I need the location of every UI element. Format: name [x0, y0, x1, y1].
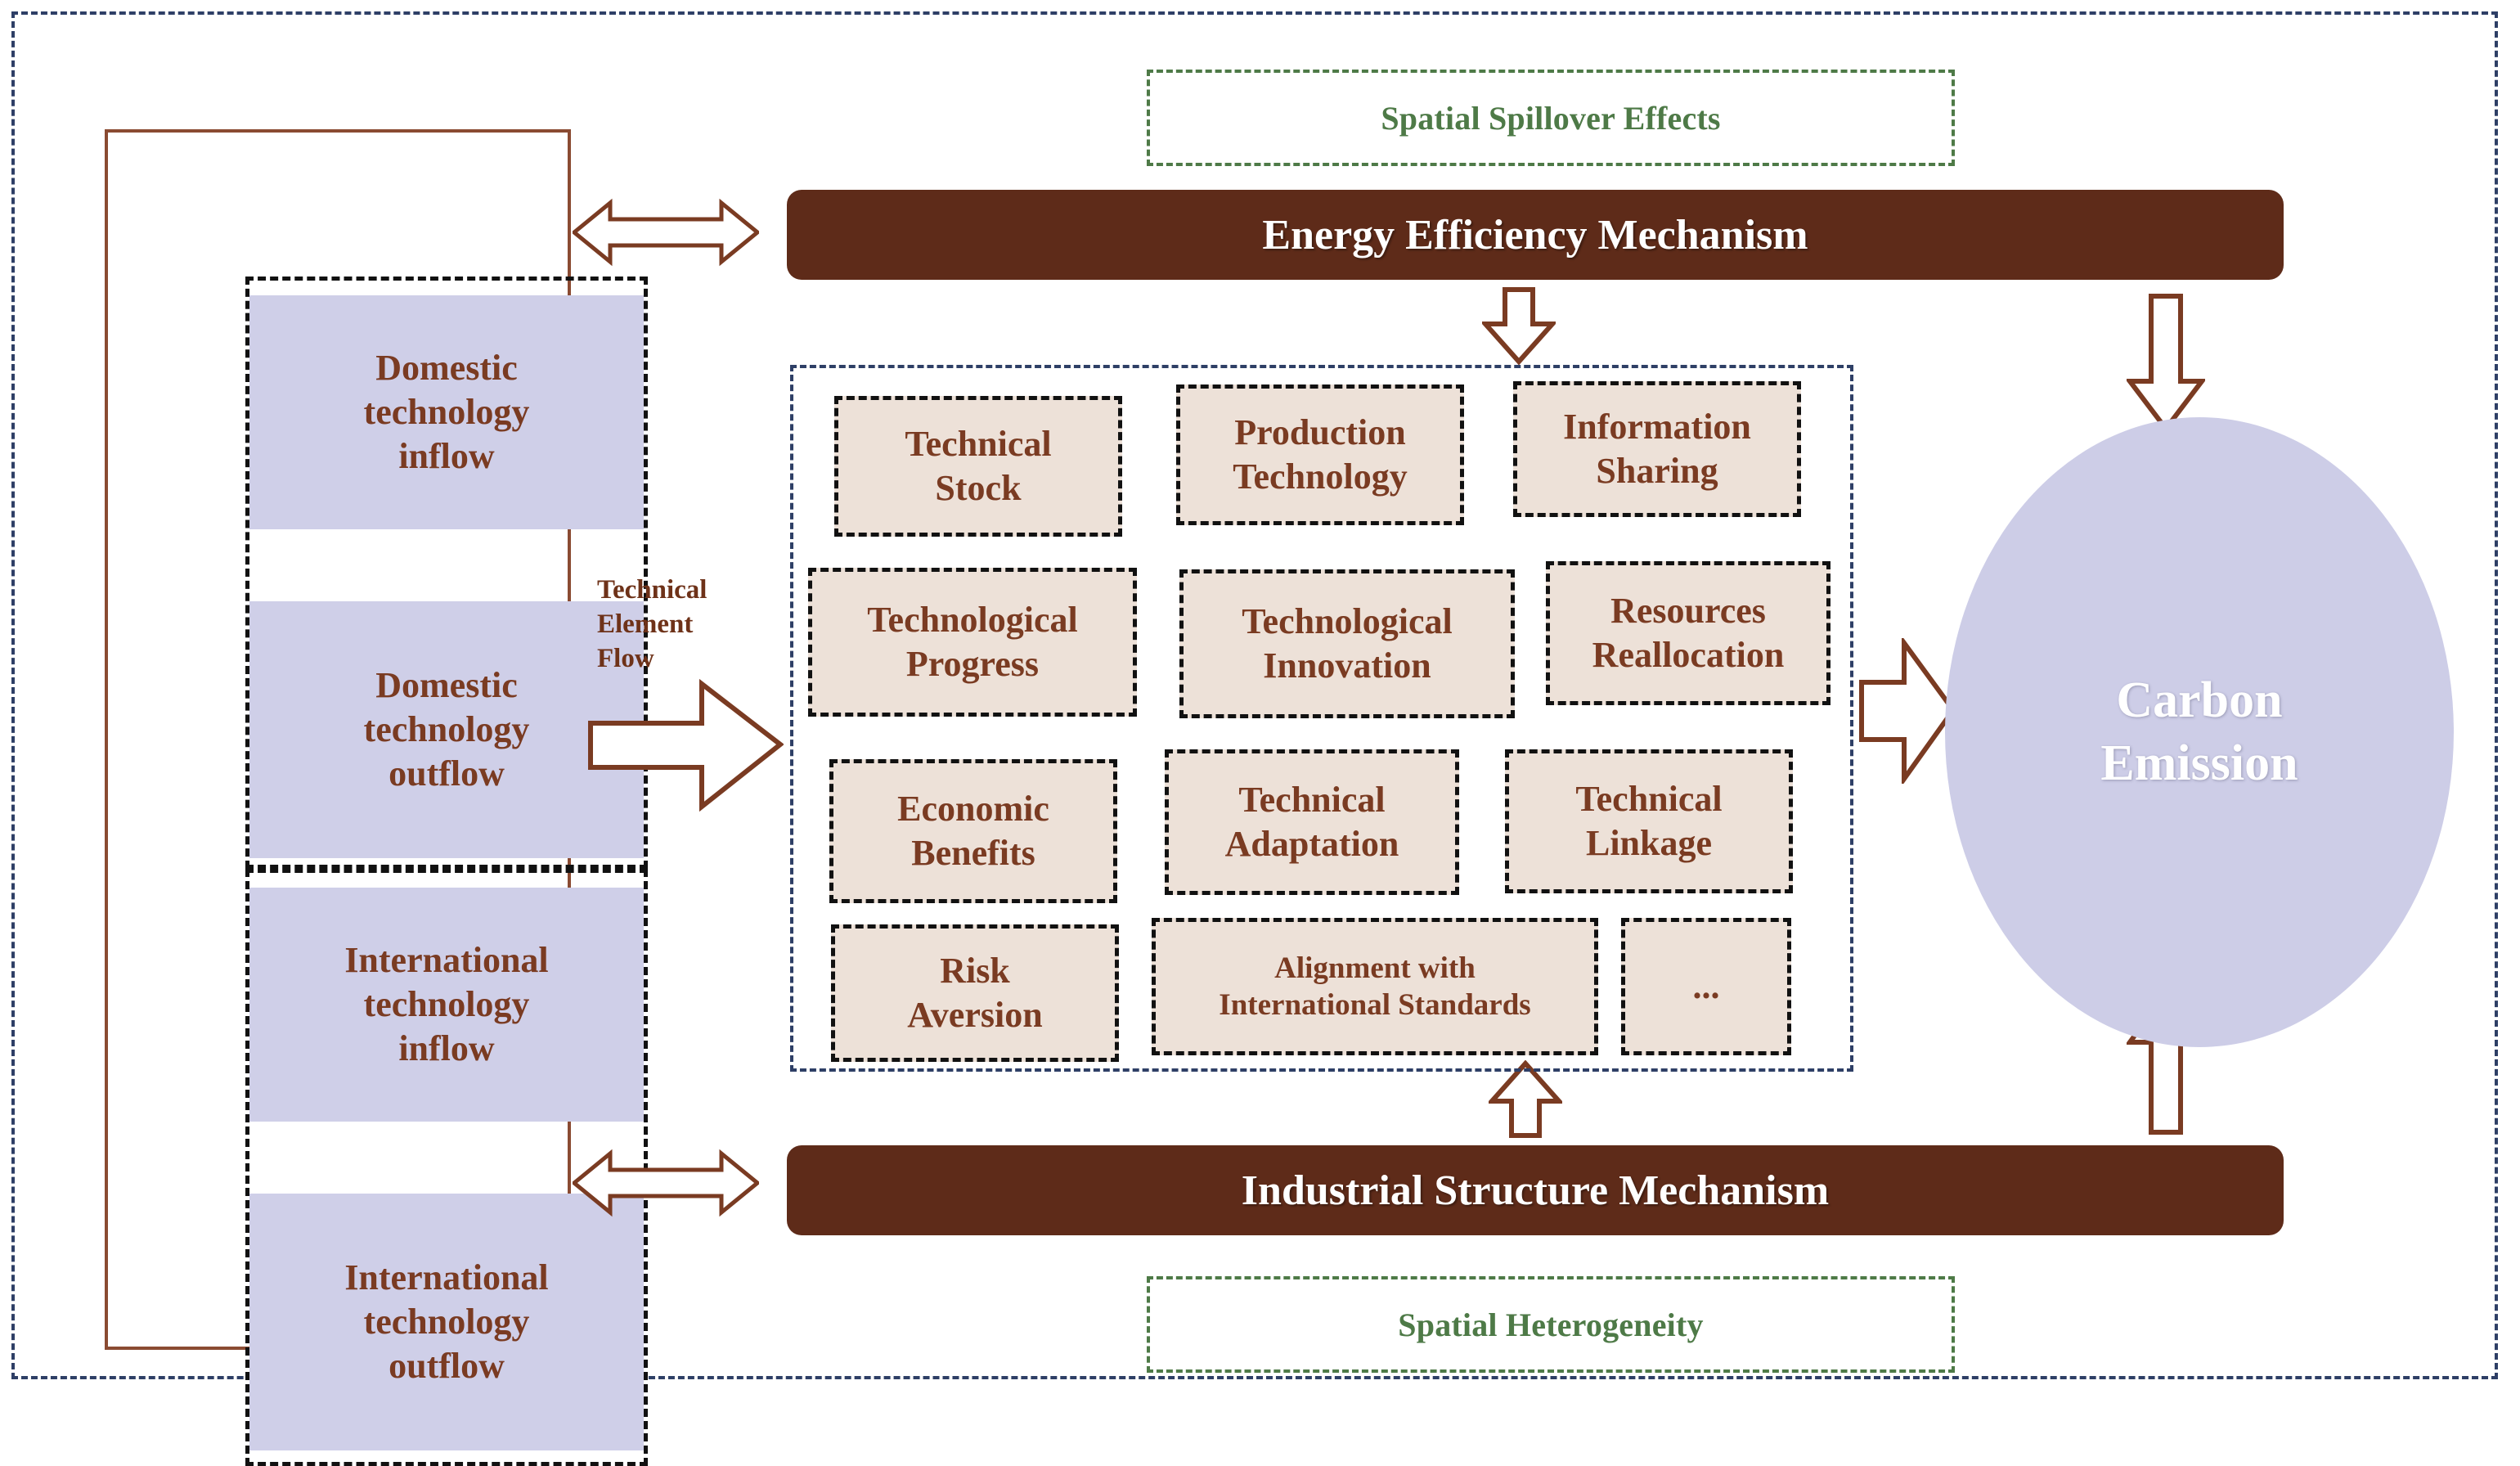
bidirectional-arrow-domestic-icon	[573, 198, 759, 267]
energy-efficiency-mechanism-bar[interactable]: Energy Efficiency Mechanism	[787, 190, 2284, 280]
capability-line: International Standards	[1219, 988, 1531, 1022]
tech-cell-line: outflow	[389, 1345, 505, 1386]
outer-dashed-frame	[11, 11, 2498, 1379]
tech-cell-line: inflow	[398, 1028, 495, 1068]
capability-line: Technical	[1238, 780, 1386, 821]
tech-cell-domestic-outflow[interactable]: Domestic technology outflow	[249, 601, 644, 858]
capability-line: Economic	[897, 789, 1049, 830]
diagram-canvas: Domestic technology inflow Domestic tech…	[11, 11, 2498, 1466]
carbon-emission-node[interactable]: Carbon Emission	[1945, 417, 2454, 1047]
capability-box-technical-adaptation[interactable]: Technical Adaptation	[1165, 749, 1459, 895]
tech-cell-domestic-inflow[interactable]: Domestic technology inflow	[249, 295, 644, 529]
spatial-heterogeneity-box: Spatial Heterogeneity	[1147, 1276, 1955, 1373]
tech-cell-international-outflow[interactable]: International technology outflow	[249, 1194, 644, 1450]
capability-box-resources-reallocation[interactable]: Resources Reallocation	[1546, 561, 1830, 705]
spatial-spillover-effects-box: Spatial Spillover Effects	[1147, 70, 1955, 166]
tech-cell-line: outflow	[389, 753, 505, 794]
capability-line: Benefits	[911, 833, 1035, 873]
technology-flow-container: Domestic technology inflow Domestic tech…	[105, 129, 648, 1466]
industrial-structure-mechanism-bar[interactable]: Industrial Structure Mechanism	[787, 1145, 2284, 1235]
tech-cell-line: International	[344, 940, 549, 981]
tech-cell-line: inflow	[398, 435, 495, 476]
tech-cell-line: technology	[363, 709, 530, 750]
capability-box-production-technology[interactable]: Production Technology	[1176, 384, 1464, 525]
tech-cell-line: Domestic	[375, 665, 518, 706]
capability-line: Reallocation	[1592, 635, 1785, 675]
bidirectional-arrow-international-icon	[573, 1149, 759, 1217]
tech-cell-line: International	[344, 1257, 549, 1298]
capability-line: Adaptation	[1224, 824, 1399, 864]
capability-box-technological-innovation[interactable]: Technological Innovation	[1179, 569, 1515, 718]
capability-line: Aversion	[907, 995, 1043, 1035]
capability-box-technical-stock[interactable]: Technical Stock	[834, 396, 1122, 537]
capability-line: Technical	[1575, 779, 1723, 820]
capability-line: Linkage	[1585, 823, 1713, 863]
capability-box-risk-aversion[interactable]: Risk Aversion	[831, 924, 1119, 1062]
capability-box-technical-linkage[interactable]: Technical Linkage	[1505, 749, 1793, 893]
tech-cell-international-inflow[interactable]: International technology inflow	[249, 888, 644, 1122]
arrow-industry-to-grid-icon	[1489, 1060, 1562, 1138]
industrial-structure-mechanism-label: Industrial Structure Mechanism	[1241, 1167, 1830, 1214]
capability-line: Information	[1563, 407, 1751, 447]
arrow-energy-to-carbon-icon	[2127, 294, 2205, 432]
technical-element-flow-label: Technical Element Flow	[597, 573, 744, 677]
tef-line: Technical	[597, 575, 707, 605]
tech-cell-line: technology	[363, 984, 530, 1025]
capability-line: Stock	[935, 468, 1022, 508]
capability-box-more[interactable]: ...	[1621, 918, 1791, 1055]
tech-cell-line: technology	[363, 1302, 530, 1342]
capability-box-technological-progress[interactable]: Technological Progress	[808, 568, 1137, 717]
capability-line: Resources	[1610, 591, 1766, 632]
capability-line: Technology	[1233, 456, 1408, 497]
capability-line: Production	[1234, 412, 1406, 453]
spatial-spillover-effects-label: Spatial Spillover Effects	[1381, 99, 1721, 137]
arrow-grid-to-carbon-icon	[1859, 638, 1956, 784]
tech-cell-line: Domestic	[375, 348, 518, 389]
spatial-heterogeneity-label: Spatial Heterogeneity	[1398, 1306, 1704, 1343]
capability-line: Technological	[867, 600, 1078, 641]
capability-grid-frame	[790, 365, 1853, 1072]
capability-line: Sharing	[1596, 451, 1718, 491]
capability-line: Risk	[940, 951, 1010, 992]
technical-element-flow-arrow-icon	[588, 678, 784, 812]
carbon-emission-line: Carbon	[2116, 672, 2283, 729]
tef-line: Element	[597, 609, 694, 640]
capability-line: ...	[1692, 966, 1720, 1007]
capability-line: Technical	[905, 424, 1052, 465]
technology-group-domestic: Domestic technology inflow Domestic tech…	[245, 277, 648, 869]
tech-cell-line: technology	[363, 392, 530, 433]
capability-line: Innovation	[1263, 645, 1431, 686]
tef-line: Flow	[597, 644, 654, 674]
capability-box-information-sharing[interactable]: Information Sharing	[1513, 381, 1801, 517]
capability-box-alignment-international-standards[interactable]: Alignment with International Standards	[1152, 918, 1598, 1055]
capability-box-economic-benefits[interactable]: Economic Benefits	[829, 759, 1117, 903]
carbon-emission-line: Emission	[2100, 735, 2298, 791]
capability-line: Technological	[1242, 601, 1453, 642]
capability-line: Progress	[905, 644, 1040, 684]
energy-efficiency-mechanism-label: Energy Efficiency Mechanism	[1262, 211, 1808, 259]
arrow-energy-to-grid-icon	[1482, 287, 1556, 365]
capability-line: Alignment with	[1274, 951, 1476, 985]
